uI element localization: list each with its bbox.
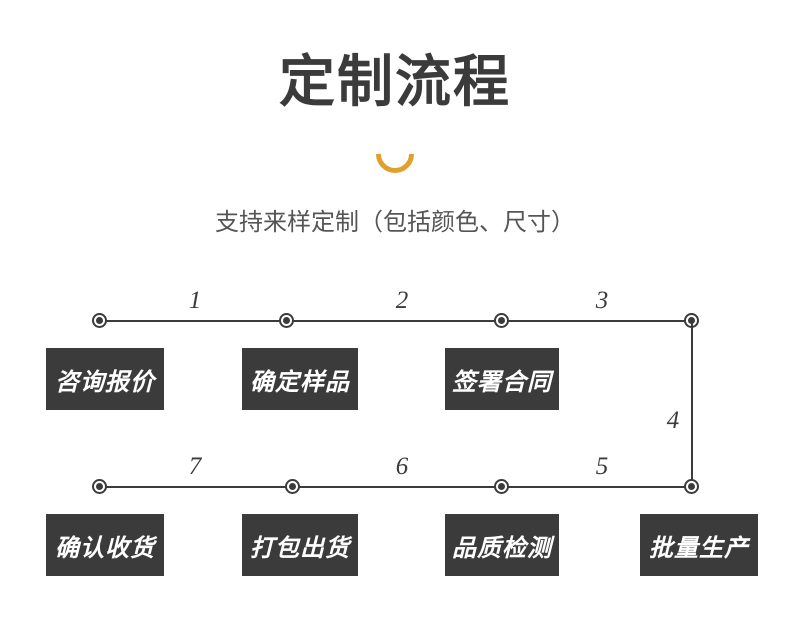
node-bottom-1	[92, 479, 107, 494]
step-chip-confirm-receipt[interactable]: 确认收货	[46, 514, 164, 576]
step-chip-pack-and-ship[interactable]: 打包出货	[242, 514, 358, 576]
node-bottom-4	[684, 479, 699, 494]
node-bottom-3	[494, 479, 509, 494]
step-chip-mass-production[interactable]: 批量生产	[640, 514, 758, 576]
step-number-7: 7	[188, 453, 202, 480]
node-top-2	[279, 313, 294, 328]
step-chip-quality-inspection[interactable]: 品质检测	[445, 514, 559, 576]
node-top-1	[92, 313, 107, 328]
step-chip-confirm-sample[interactable]: 确定样品	[242, 348, 358, 410]
node-top-3	[494, 313, 509, 328]
gold-arc-divider-icon	[375, 152, 415, 178]
step-number-1: 1	[188, 287, 202, 314]
bottom-row-connector-line	[100, 486, 692, 488]
step-number-6: 6	[395, 453, 409, 480]
node-bottom-2	[285, 479, 300, 494]
step-number-5: 5	[595, 453, 609, 480]
page-title: 定制流程	[279, 50, 511, 113]
step-number-3: 3	[595, 287, 609, 314]
page-subtitle: 支持来样定制（包括颜色、尺寸）	[215, 209, 575, 236]
step-number-4: 4	[666, 407, 680, 434]
top-row-connector-line	[100, 320, 692, 322]
step-chip-sign-contract[interactable]: 签署合同	[445, 348, 559, 410]
step-number-2: 2	[395, 287, 409, 314]
right-connector-line	[691, 320, 693, 488]
step-chip-inquiry-quote[interactable]: 咨询报价	[46, 348, 164, 410]
